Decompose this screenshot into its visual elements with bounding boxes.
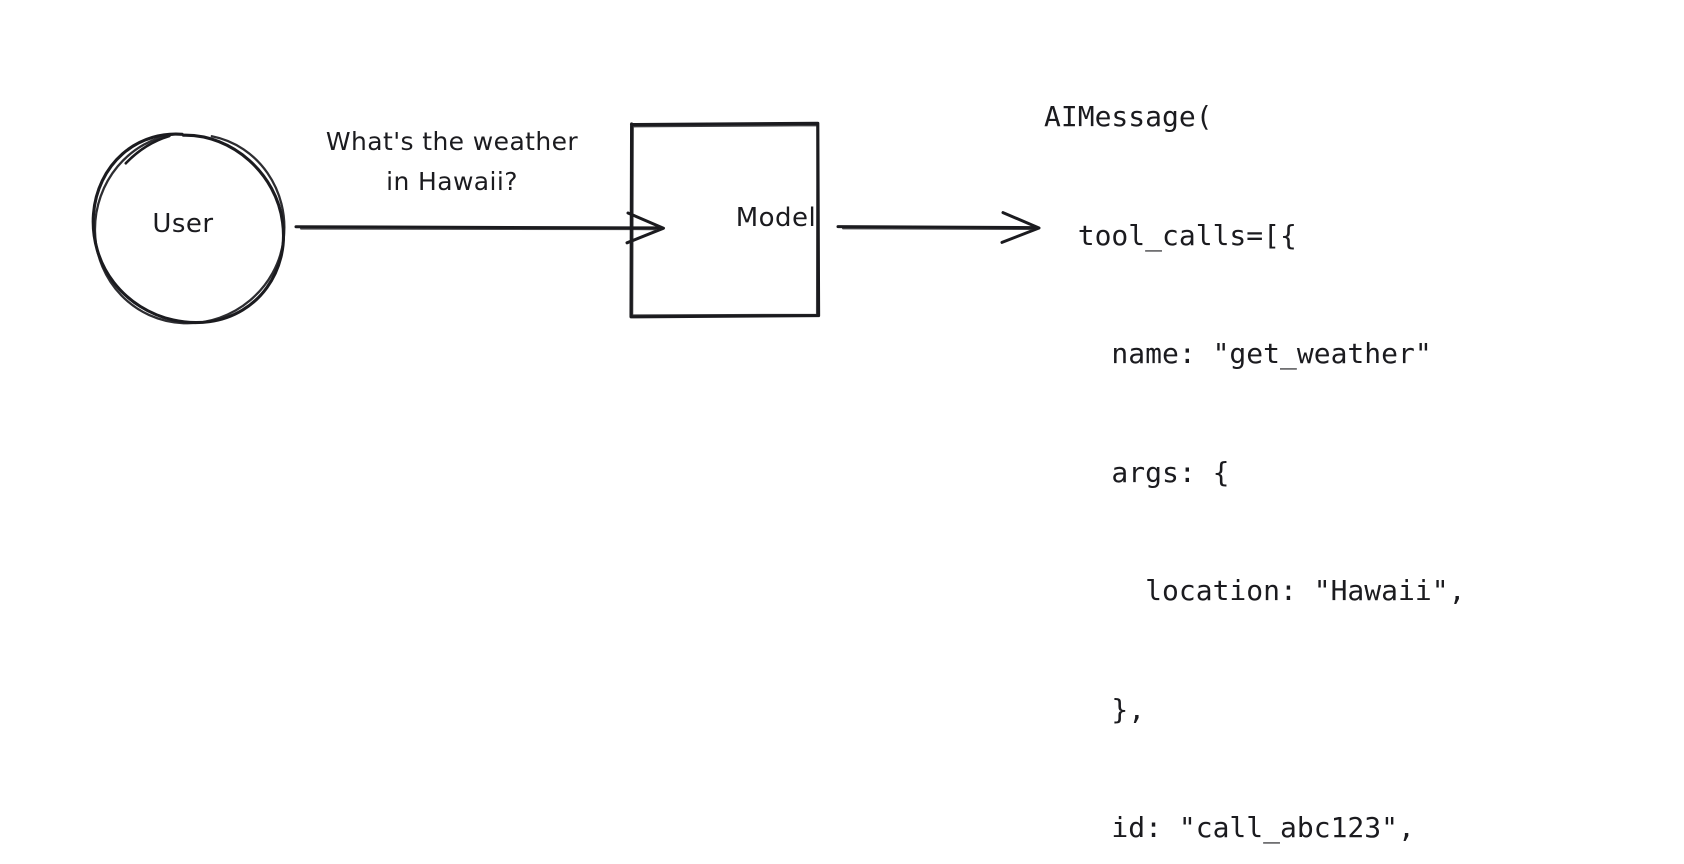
- code-line: location: "Hawaii",: [1044, 574, 1466, 607]
- node-user[interactable]: [91, 132, 286, 325]
- edge-model-to-output-arrow: [836, 211, 1041, 244]
- code-line: id: "call_abc123",: [1044, 811, 1415, 844]
- edge-model-to-output-arrowhead: [1000, 211, 1041, 244]
- edge-user-to-model-arrow: [294, 211, 665, 245]
- model-rect-shape: [629, 121, 821, 319]
- user-circle-shape: [91, 132, 286, 325]
- edge-label-user-to-model: What's the weather in Hawaii?: [290, 122, 614, 202]
- edge-user-to-model-line: [294, 225, 662, 230]
- user-circle-shape-overstroke: [93, 132, 286, 325]
- node-label-model: Model: [735, 203, 817, 233]
- code-line: name: "get_weather": [1044, 337, 1432, 370]
- edge-model-to-output-line-overstroke: [842, 227, 1032, 230]
- ai-message-code-block: AIMessage( tool_calls=[{ name: "get_weat…: [1044, 18, 1465, 864]
- edge-user-to-model-arrowhead: [625, 211, 665, 245]
- user-circle-tail: [124, 134, 171, 165]
- edge-user-to-model-line-overstroke: [300, 227, 656, 231]
- diagram-canvas: [91, 121, 1041, 325]
- edge-label-line-1: What's the weather: [325, 127, 579, 156]
- node-model[interactable]: [629, 121, 821, 319]
- code-line: args: {: [1044, 455, 1230, 489]
- node-label-user: User: [152, 209, 214, 239]
- code-line: tool_calls=[{: [1044, 218, 1297, 252]
- model-rect-overstroke: [631, 124, 819, 317]
- code-line: AIMessage(: [1044, 100, 1213, 133]
- edge-model-to-output-line: [836, 225, 1038, 230]
- edge-label-line-2: in Hawaii?: [386, 167, 518, 196]
- code-line: },: [1044, 692, 1146, 726]
